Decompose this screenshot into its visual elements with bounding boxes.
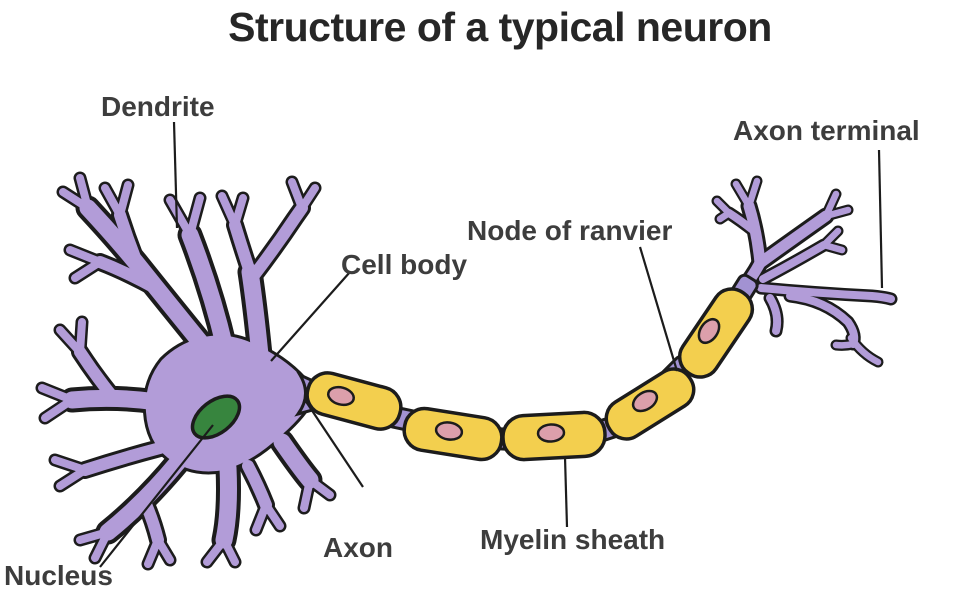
node-of-ranvier-leader-line <box>638 246 679 372</box>
axon-myelin-chain <box>305 287 755 462</box>
label-axon-terminal: Axon terminal <box>733 115 920 146</box>
label-node-of-ranvier: Node of ranvier <box>467 215 673 246</box>
myelin-sheath-leader-line <box>563 456 569 528</box>
page-title: Structure of a typical neuron <box>228 4 772 50</box>
nucleus-shape <box>190 394 242 440</box>
label-dendrite: Dendrite <box>101 91 215 122</box>
schwann-cell-nucleus <box>697 317 721 345</box>
label-myelin-sheath: Myelin sheath <box>480 524 666 555</box>
schwann-cell-nucleus <box>536 423 566 443</box>
axon-terminal-outline <box>717 181 891 362</box>
leader-lines <box>99 121 884 568</box>
axon-terminal-leader-line <box>877 149 884 289</box>
axon-leader-line <box>304 399 364 488</box>
dendrite-leader-line <box>172 121 179 229</box>
nucleus-leader-line <box>99 424 214 568</box>
schwann-cell-nucleus <box>434 421 464 441</box>
label-axon: Axon <box>323 532 393 563</box>
label-nucleus: Nucleus <box>4 560 113 591</box>
schwann-cell-nucleus <box>631 389 659 413</box>
cell-body-leader-line <box>270 271 351 362</box>
schwann-cell-nucleus <box>327 385 355 407</box>
label-cell-body: Cell body <box>341 249 468 280</box>
